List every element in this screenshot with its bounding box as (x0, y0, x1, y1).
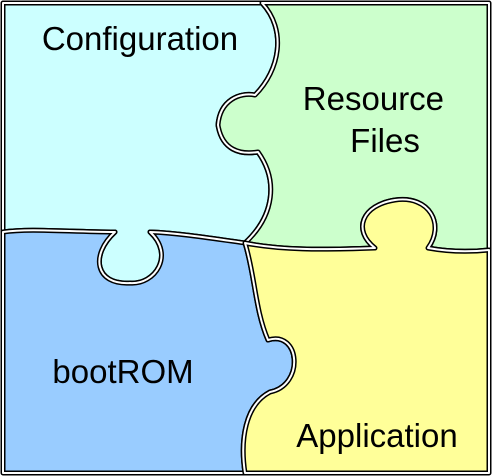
label-application: Application (296, 417, 457, 454)
label-bootrom: bootROM (52, 353, 193, 390)
label-configuration: Configuration (42, 20, 238, 57)
